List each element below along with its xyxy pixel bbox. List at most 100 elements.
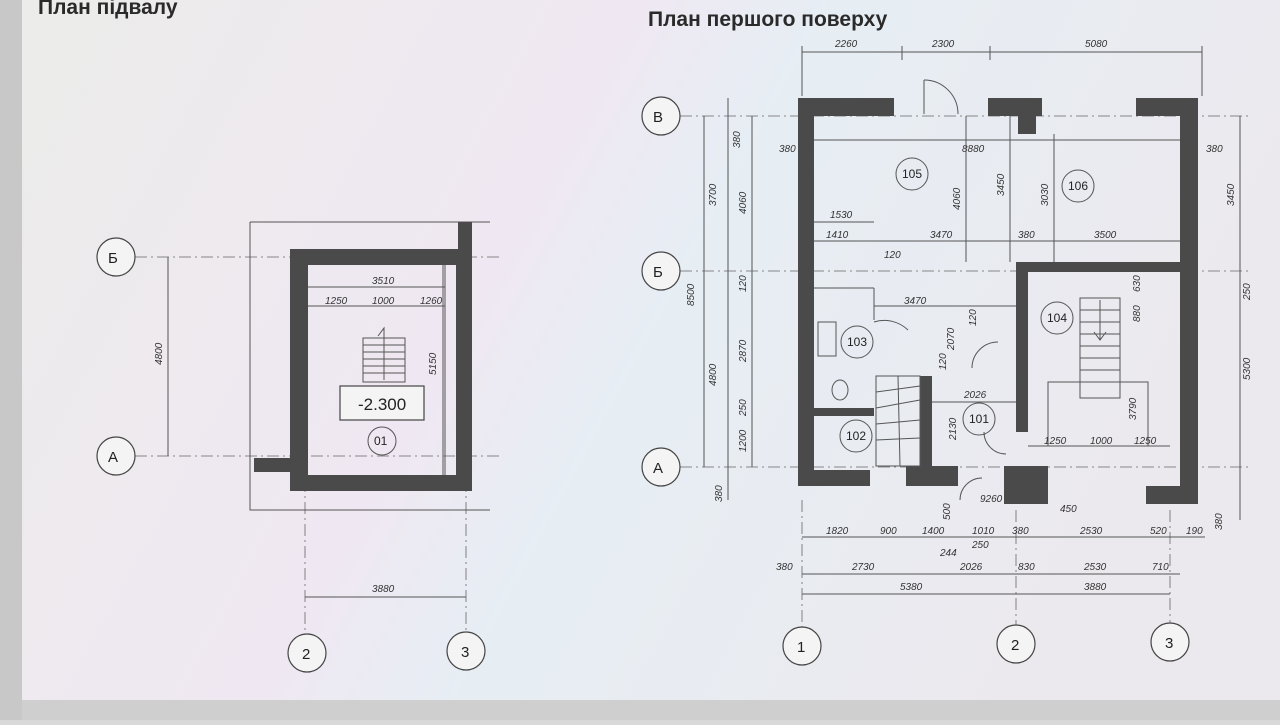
svg-text:2870: 2870 [738,339,749,363]
dim-3510: 3510 [372,276,395,287]
svg-text:2026: 2026 [963,390,987,401]
svg-text:3450: 3450 [996,173,1007,196]
room-102-label: 102 [846,429,866,443]
svg-text:2: 2 [1011,637,1019,654]
svg-text:2260: 2260 [834,39,858,50]
axis-bubble-a [96,436,136,476]
ground-stairs-winder [875,375,921,467]
svg-text:880: 880 [1132,305,1143,322]
svg-text:1530: 1530 [830,210,853,221]
basement-stairs [362,326,406,383]
axis-bubble-3 [446,631,486,671]
sink-icon [817,321,837,357]
toilet-icon [831,379,849,401]
axis-bubble-3-ground [1150,622,1190,662]
svg-text:380: 380 [1206,144,1223,155]
svg-text:А: А [108,449,118,466]
room-106-label: 106 [1068,179,1088,193]
svg-text:120: 120 [738,275,749,292]
level-mark [339,385,425,421]
svg-text:1200: 1200 [738,429,749,452]
svg-text:Б: Б [653,264,663,281]
svg-text:4060: 4060 [738,191,749,214]
svg-text:4800: 4800 [708,363,719,386]
svg-text:2300: 2300 [931,39,955,50]
dim-1260: 1260 [420,296,443,307]
dim-3880: 3880 [372,584,395,595]
svg-text:1400: 1400 [922,526,945,537]
axis-bubble-2 [287,633,327,673]
svg-text:5300: 5300 [1242,357,1253,380]
svg-text:4060: 4060 [952,187,963,210]
axis-bubble-b-ground [641,251,681,291]
axis-bubble-2-ground [996,624,1036,664]
svg-text:1000: 1000 [1090,436,1113,447]
svg-text:1: 1 [797,639,805,656]
svg-text:380: 380 [779,144,796,155]
basement-plan: 3510 1250 1000 1260 4800 5150 3880 -2.30… [96,221,500,673]
svg-text:3: 3 [461,644,469,661]
svg-text:120: 120 [938,353,949,370]
svg-text:1250: 1250 [1134,436,1157,447]
svg-text:190: 190 [1186,526,1203,537]
svg-text:3700: 3700 [708,183,719,206]
svg-text:2026: 2026 [959,562,983,573]
svg-text:3: 3 [1165,635,1173,652]
svg-text:5380: 5380 [900,582,923,593]
room-103-label: 103 [847,335,867,349]
svg-text:3470: 3470 [930,230,953,241]
room-105-label: 105 [902,167,922,181]
svg-text:Б: Б [108,250,118,267]
dim-1000: 1000 [372,296,395,307]
axis-bubble-1 [782,626,822,666]
svg-text:900: 900 [880,526,897,537]
svg-text:В: В [653,109,663,126]
room-01-label: 01 [374,434,388,448]
svg-text:3500: 3500 [1094,230,1117,241]
dim-5150: 5150 [428,352,439,375]
svg-text:1820: 1820 [826,526,849,537]
svg-text:3450: 3450 [1226,183,1237,206]
svg-text:830: 830 [1018,562,1035,573]
svg-text:3790: 3790 [1128,397,1139,420]
svg-text:2070: 2070 [946,327,957,351]
svg-text:380: 380 [1012,526,1029,537]
svg-text:2530: 2530 [1083,562,1107,573]
dim-4800: 4800 [154,342,165,365]
svg-text:3470: 3470 [904,296,927,307]
svg-text:250: 250 [1242,283,1253,301]
svg-text:8880: 8880 [962,144,985,155]
svg-text:1250: 1250 [1044,436,1067,447]
svg-text:5080: 5080 [1085,39,1108,50]
room-101-label: 101 [969,412,989,426]
svg-text:500: 500 [942,503,953,520]
svg-text:2130: 2130 [948,417,959,441]
svg-text:710: 710 [1152,562,1169,573]
svg-text:250: 250 [971,540,989,551]
svg-text:380: 380 [732,131,743,148]
svg-text:380: 380 [776,562,793,573]
svg-text:2530: 2530 [1079,526,1103,537]
svg-text:120: 120 [968,309,979,326]
svg-text:380: 380 [1018,230,1035,241]
svg-text:380: 380 [714,485,725,502]
axis-bubble-v [641,96,681,136]
svg-text:2730: 2730 [851,562,875,573]
svg-text:8500: 8500 [686,283,697,306]
svg-text:1010: 1010 [972,526,995,537]
svg-text:3030: 3030 [1040,183,1051,206]
svg-text:3880: 3880 [1084,582,1107,593]
svg-text:9260: 9260 [980,494,1003,505]
basement-plan-title: План підвалу [38,0,178,19]
axis-bubble-b [96,237,136,277]
room-104-label: 104 [1047,311,1067,325]
svg-text:120: 120 [884,250,901,261]
svg-text:380: 380 [1214,513,1225,530]
axis-bubble-a-ground [641,447,681,487]
svg-text:2: 2 [302,646,310,663]
ground-floor-plan-title: План першого поверху [648,8,888,31]
svg-text:630: 630 [1132,275,1143,292]
svg-text:450: 450 [1060,504,1077,515]
